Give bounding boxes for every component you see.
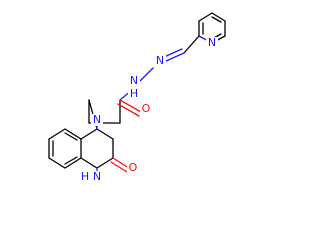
- benzo-double-bond: [64, 156, 78, 165]
- benzo-double-bond: [64, 132, 78, 141]
- lactam-carbonyl-bond: [112, 157, 130, 169]
- quinoxaline-bond: [96, 157, 114, 169]
- pyridine-double-bond: [211, 16, 222, 23]
- quinoxaline-bond: [80, 128, 98, 140]
- amide-oxygen-background: [140, 103, 152, 115]
- quinoxaline-nitrogen-4-label: N: [93, 170, 101, 183]
- quinoxaline-hydrogen-background: [79, 171, 91, 183]
- pyridine-bond: [211, 12, 226, 22]
- amide-oxygen-label: O: [142, 102, 151, 115]
- quinoxaline-oxygen-label: O: [129, 161, 138, 174]
- amide-nitrogen-background: [128, 75, 140, 87]
- lactam-carbonyl-bond: [110, 161, 128, 173]
- quinoxaline-nitrogen-1-background: [91, 114, 103, 126]
- amide-hydrogen-background: [128, 88, 140, 100]
- bond-layer: [48, 12, 226, 178]
- amide-nitrogen-label: N: [130, 74, 138, 87]
- molecule-canvas: N N N H O N N H O: [48, 12, 226, 183]
- benzo-bond: [48, 157, 66, 169]
- carbonyl-double-bond: [119, 99, 142, 113]
- hydrazine-bond: [139, 67, 154, 82]
- benzo-bond: [64, 157, 82, 169]
- quinoxaline-nitrogen-1-label: N: [93, 113, 101, 126]
- aryl-imine-bond: [183, 35, 200, 54]
- pyridine-nitrogen-background: [206, 37, 218, 49]
- carbonyl-double-bond: [117, 103, 140, 117]
- hydrazone-nitrogen-background: [154, 55, 166, 67]
- imine-double-bond: [165, 52, 185, 62]
- benzo-bond: [48, 128, 66, 140]
- quinoxaline-bond: [80, 157, 98, 169]
- quinoxaline-bond: [96, 128, 114, 140]
- benzo-bond: [64, 128, 82, 140]
- pyridine-bond: [198, 12, 213, 22]
- amide-hydrogen-label: H: [130, 87, 138, 100]
- hydrazone-nitrogen-label: N: [156, 54, 164, 67]
- imine-double-bond: [163, 48, 183, 58]
- structure-diagram: N N N H O N N H O: [48, 12, 226, 183]
- quinoxaline-oxygen-background: [127, 162, 139, 174]
- pyridine-nitrogen-label: N: [208, 36, 216, 49]
- quinoxaline-hydrogen-label: H: [81, 170, 89, 183]
- atom-labels: N N N H O N N H O: [79, 36, 218, 183]
- quinoxaline-nitrogen-4-background: [91, 171, 103, 183]
